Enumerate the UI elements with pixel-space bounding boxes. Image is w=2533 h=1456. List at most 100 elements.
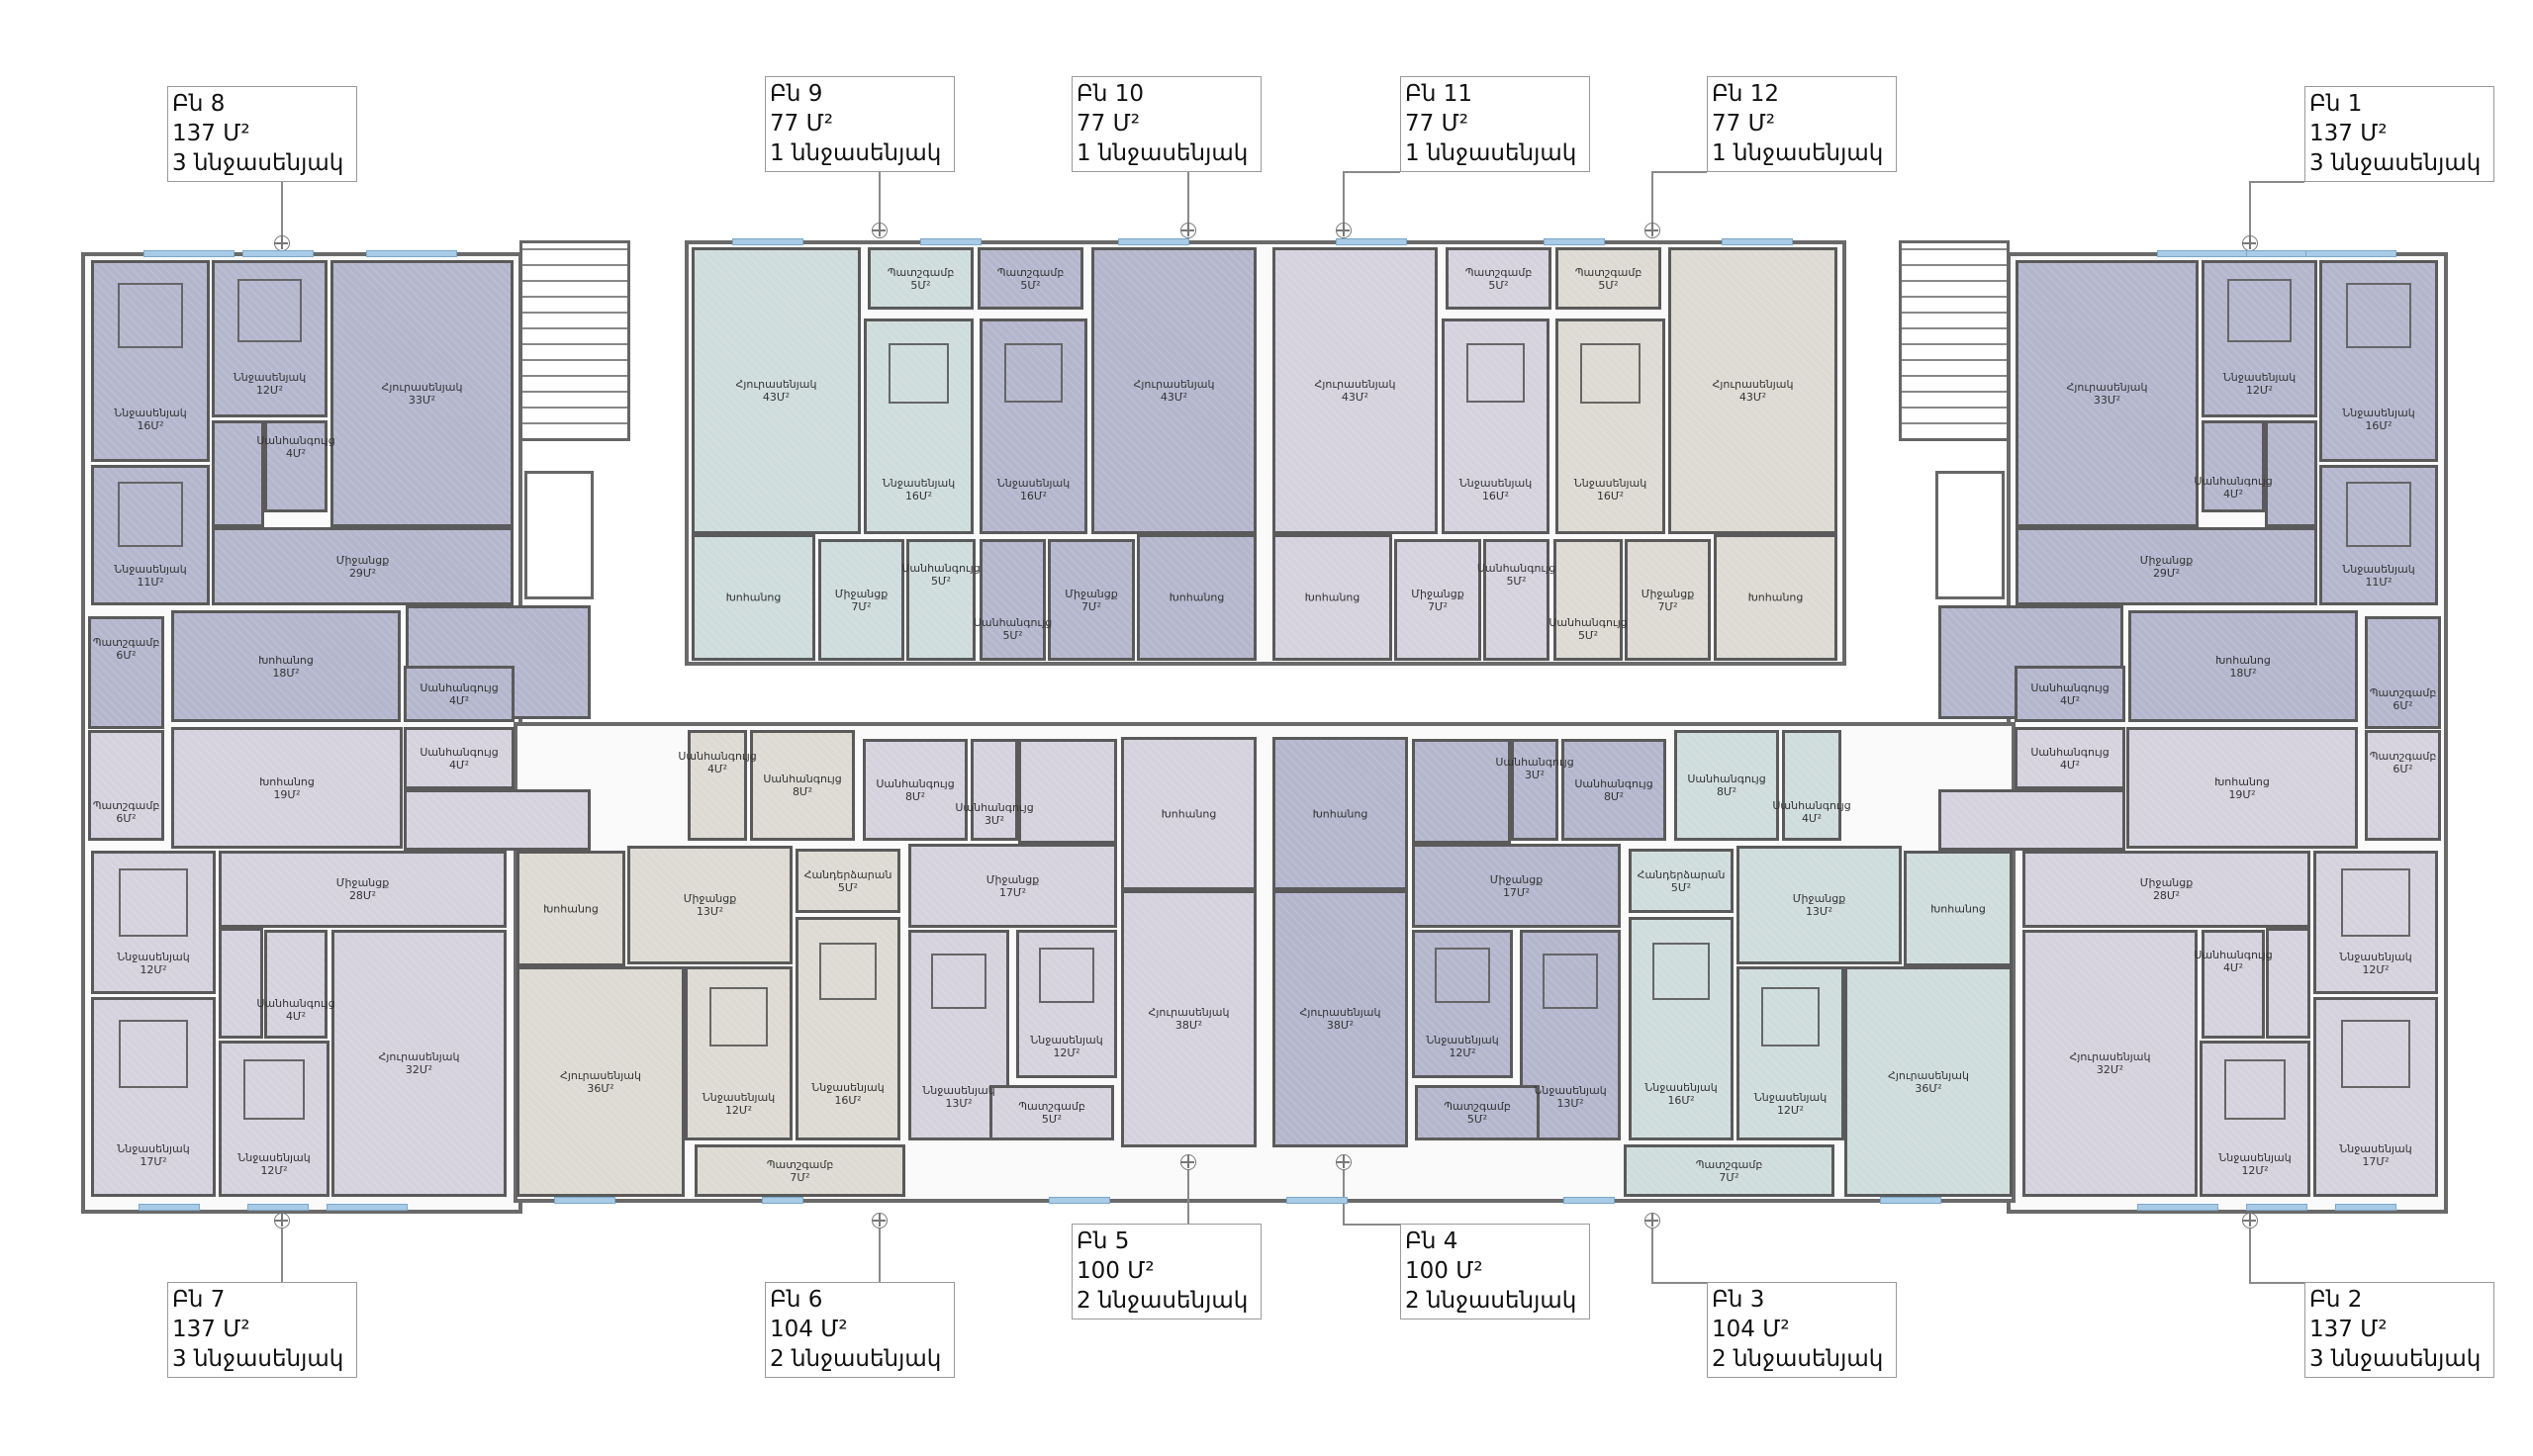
room-name: Միջանցք (2139, 553, 2194, 567)
leader-line (879, 172, 881, 230)
kitchen[interactable]: Խոհանոց (1272, 737, 1408, 890)
kitchen[interactable]: Խոհանոց (1272, 534, 1392, 661)
apartment-number: Բն 12 (1712, 81, 1779, 107)
kitchen[interactable]: Խոհանոց (1904, 851, 2013, 966)
room-name: Միջանցք (1065, 587, 1118, 600)
kitchen[interactable]: Խոհանոց (1137, 534, 1257, 661)
kitchen[interactable]: Խոհանոց (692, 534, 815, 661)
kitchen[interactable]: Խոհանոց (1714, 534, 1837, 661)
kitchen[interactable]: Խոհանոց (1121, 737, 1257, 890)
leader-line (1187, 172, 1189, 230)
kitchen[interactable]: Խոհանոց (516, 851, 625, 966)
room-area: 12Մ² (2245, 384, 2274, 398)
